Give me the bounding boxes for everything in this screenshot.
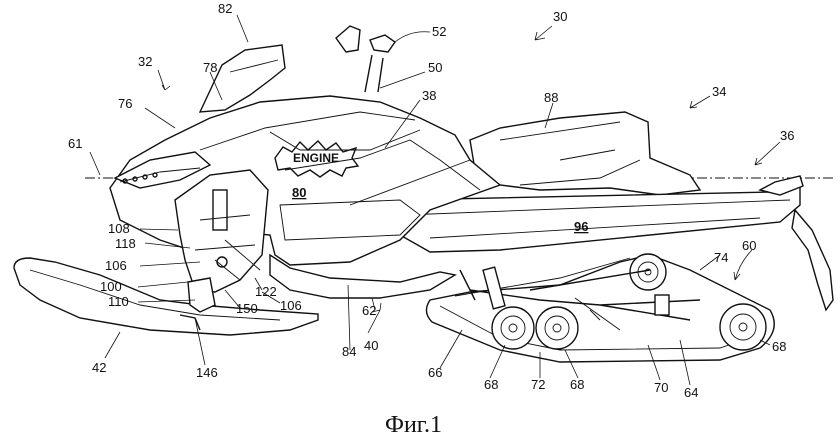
- label-106b: 106: [280, 298, 302, 313]
- track-wheel-middle: [535, 306, 579, 350]
- seat: [469, 111, 702, 196]
- label-68b: 68: [570, 377, 584, 392]
- bumper: [758, 175, 804, 196]
- handlebar: [335, 25, 396, 93]
- label-42: 42: [92, 360, 106, 375]
- label-122: 122: [255, 284, 277, 299]
- headlight-bezel: [113, 151, 212, 189]
- label-146: 146: [196, 365, 218, 380]
- reference-labels: 82 52 30 32 78 50 34 76 38 88 36 61 80 9…: [68, 1, 794, 400]
- label-74: 74: [714, 250, 728, 265]
- label-60: 60: [742, 238, 756, 253]
- label-52: 52: [432, 24, 446, 39]
- label-110: 110: [108, 294, 129, 309]
- label-38: 38: [422, 88, 436, 103]
- label-118: 118: [115, 236, 136, 251]
- label-68c: 68: [772, 339, 786, 354]
- label-30: 30: [553, 9, 567, 24]
- label-106a: 106: [105, 258, 127, 273]
- label-62: 62: [362, 303, 376, 318]
- belly-pan: [269, 253, 457, 299]
- label-72: 72: [531, 377, 545, 392]
- label-40: 40: [364, 338, 378, 353]
- label-82: 82: [218, 1, 232, 16]
- label-70: 70: [654, 380, 668, 395]
- figure-caption: Фиг.1: [385, 412, 442, 438]
- rear-suspension: [459, 266, 701, 331]
- label-64: 64: [684, 385, 698, 400]
- label-66: 66: [428, 365, 442, 380]
- engine-label: ENGINE: [293, 151, 339, 165]
- label-84: 84: [342, 344, 356, 359]
- spindle: [187, 277, 216, 313]
- leader-lines: [89, 14, 781, 386]
- label-100: 100: [100, 279, 122, 294]
- label-108: 108: [108, 221, 130, 236]
- label-50: 50: [428, 60, 442, 75]
- label-96: 96: [574, 219, 588, 234]
- label-36: 36: [780, 128, 794, 143]
- label-80: 80: [292, 185, 306, 200]
- label-88: 88: [544, 90, 558, 105]
- rear-flap: [791, 208, 834, 312]
- label-68a: 68: [484, 377, 498, 392]
- track: [425, 254, 775, 363]
- label-78: 78: [203, 60, 217, 75]
- label-61: 61: [68, 136, 82, 151]
- track-wheel-front: [491, 306, 535, 350]
- engine-burst: ENGINE: [274, 140, 360, 178]
- label-32: 32: [138, 54, 152, 69]
- front-suspension: [174, 169, 269, 293]
- track-wheel-rear: [719, 303, 767, 351]
- label-34: 34: [712, 84, 726, 99]
- label-150: 150: [236, 301, 258, 316]
- label-76: 76: [118, 96, 132, 111]
- upper-idler-wheel: [629, 253, 667, 291]
- windshield: [198, 44, 286, 113]
